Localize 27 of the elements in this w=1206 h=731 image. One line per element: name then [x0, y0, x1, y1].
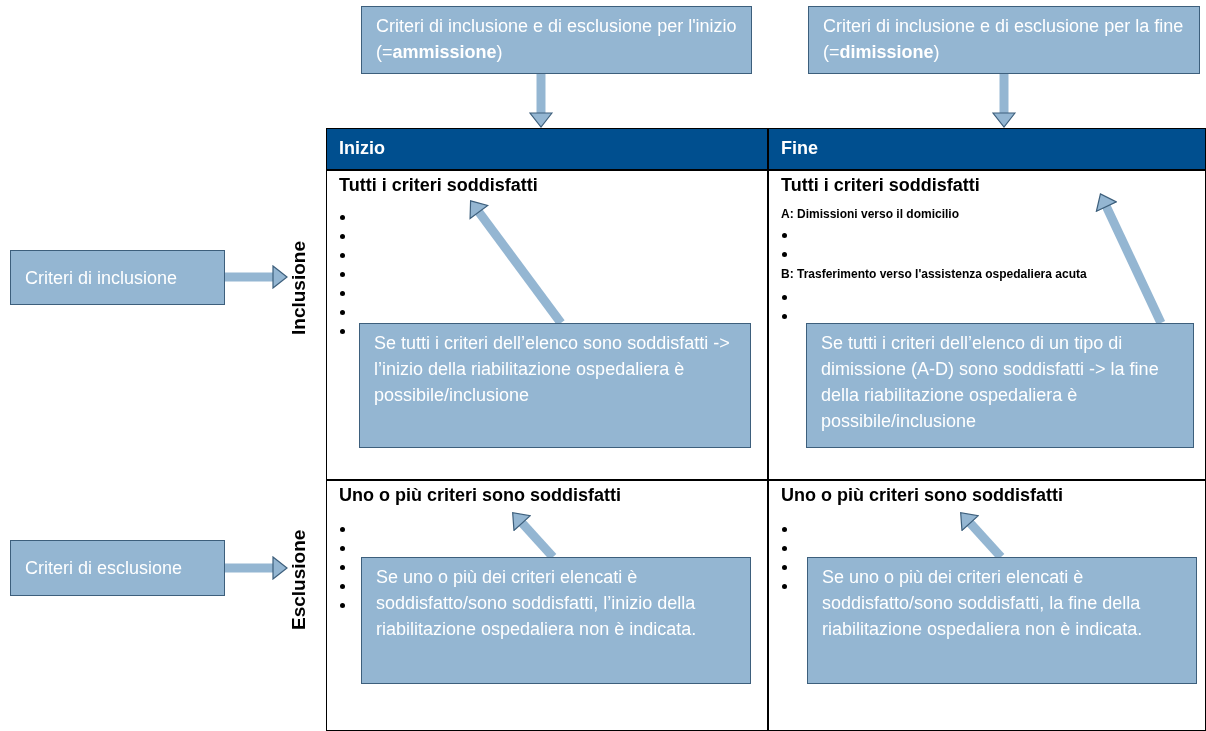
block-arrow [225, 556, 288, 580]
row-label: Esclusione [288, 510, 314, 630]
block-arrow [992, 74, 1016, 128]
callout-box: Se uno o più dei criteri elencati è soddisfatto/sono soddisfatti, l’inizio della riabilitazione ospedaliera non è indicata. [361, 557, 751, 684]
table-cell [768, 480, 1206, 731]
cell-heading: Uno o più criteri sono soddisfatti [339, 485, 621, 506]
block-arrow [225, 265, 288, 289]
table-cell [326, 170, 768, 480]
callout-box: Criteri di inclusione e di esclusione per l'inizio (=ammissione) [361, 6, 752, 74]
column-header: Fine [768, 128, 1206, 170]
callout-box: Criteri di inclusione e di esclusione per la fine (=dimissione) [808, 6, 1200, 74]
discharge-type-label: B: Trasferimento verso l'assistenza ospedaliera acuta [781, 267, 1087, 281]
callout-box: Criteri di esclusione [10, 540, 225, 596]
cell-heading: Tutti i criteri soddisfatti [339, 175, 538, 196]
block-arrow [529, 74, 553, 128]
callout-box: Criteri di inclusione [10, 250, 225, 305]
discharge-type-label: A: Dimissioni verso il domicilio [781, 207, 960, 221]
row-label: Inclusione [288, 225, 314, 335]
cell-heading: Uno o più criteri sono soddisfatti [781, 485, 1063, 506]
table-cell [326, 480, 768, 731]
cell-heading: Tutti i criteri soddisfatti [781, 175, 980, 196]
callout-box: Se tutti i criteri dell’elenco sono soddisfatti -> l’inizio della riabilitazione ospedaliera è possibile/inclusione [359, 323, 751, 448]
column-header: Inizio [326, 128, 768, 170]
callout-box: Se tutti i criteri dell’elenco di un tipo di dimissione (A-D) sono soddisfatti -> la fine della riabilitazione ospedaliera è possibile/inclusione [806, 323, 1194, 448]
table-cell [768, 170, 1206, 480]
callout-box: Se uno o più dei criteri elencati è soddisfatto/sono soddisfatti, la fine della riabilitazione ospedaliera non è indicata. [807, 557, 1197, 684]
block-arrow [1095, 193, 1166, 325]
